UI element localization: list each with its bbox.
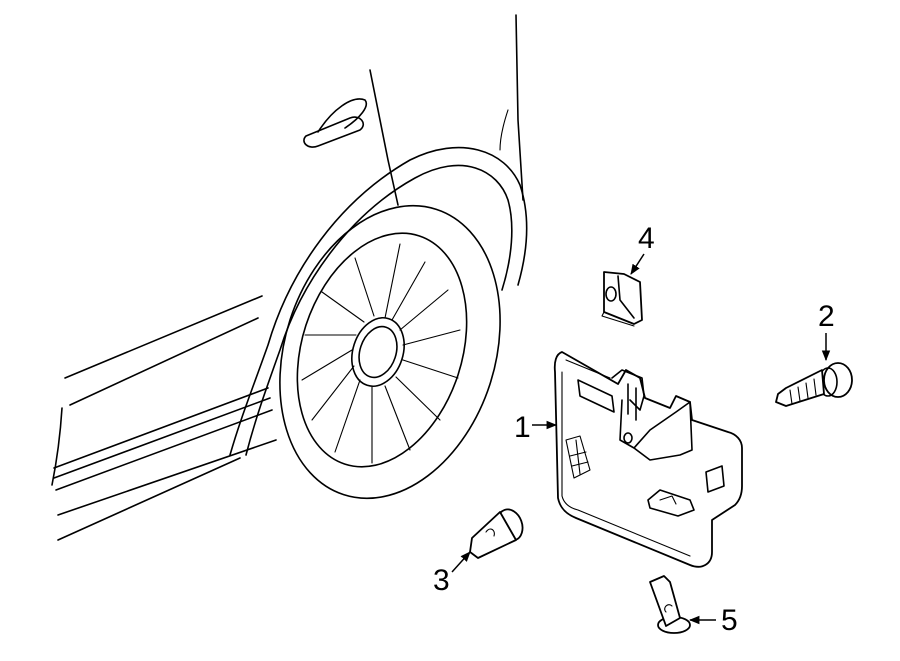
callout-3: 3 <box>433 551 471 597</box>
callout-arrow-4 <box>630 253 645 275</box>
callout-4: 4 <box>630 222 655 275</box>
part-4-clip <box>601 271 643 327</box>
part-1-mud-flap <box>553 351 743 568</box>
callout-label-1: 1 <box>514 411 531 444</box>
door-handle <box>303 98 367 148</box>
callout-5: 5 <box>688 604 738 637</box>
callout-2: 2 <box>818 300 835 362</box>
callout-arrow-3 <box>451 551 471 573</box>
wheel <box>279 204 501 500</box>
callout-label-5: 5 <box>721 604 738 637</box>
vehicle-body-outline <box>51 14 528 541</box>
callout-label-4: 4 <box>638 222 655 255</box>
callout-label-2: 2 <box>818 300 835 333</box>
callout-1: 1 <box>514 411 558 444</box>
part-5-push-pin <box>649 575 691 634</box>
part-3-push-retainer <box>469 508 524 559</box>
part-2-bolt <box>775 362 853 407</box>
callout-label-3: 3 <box>433 564 450 597</box>
wheel-spokes <box>301 243 461 464</box>
